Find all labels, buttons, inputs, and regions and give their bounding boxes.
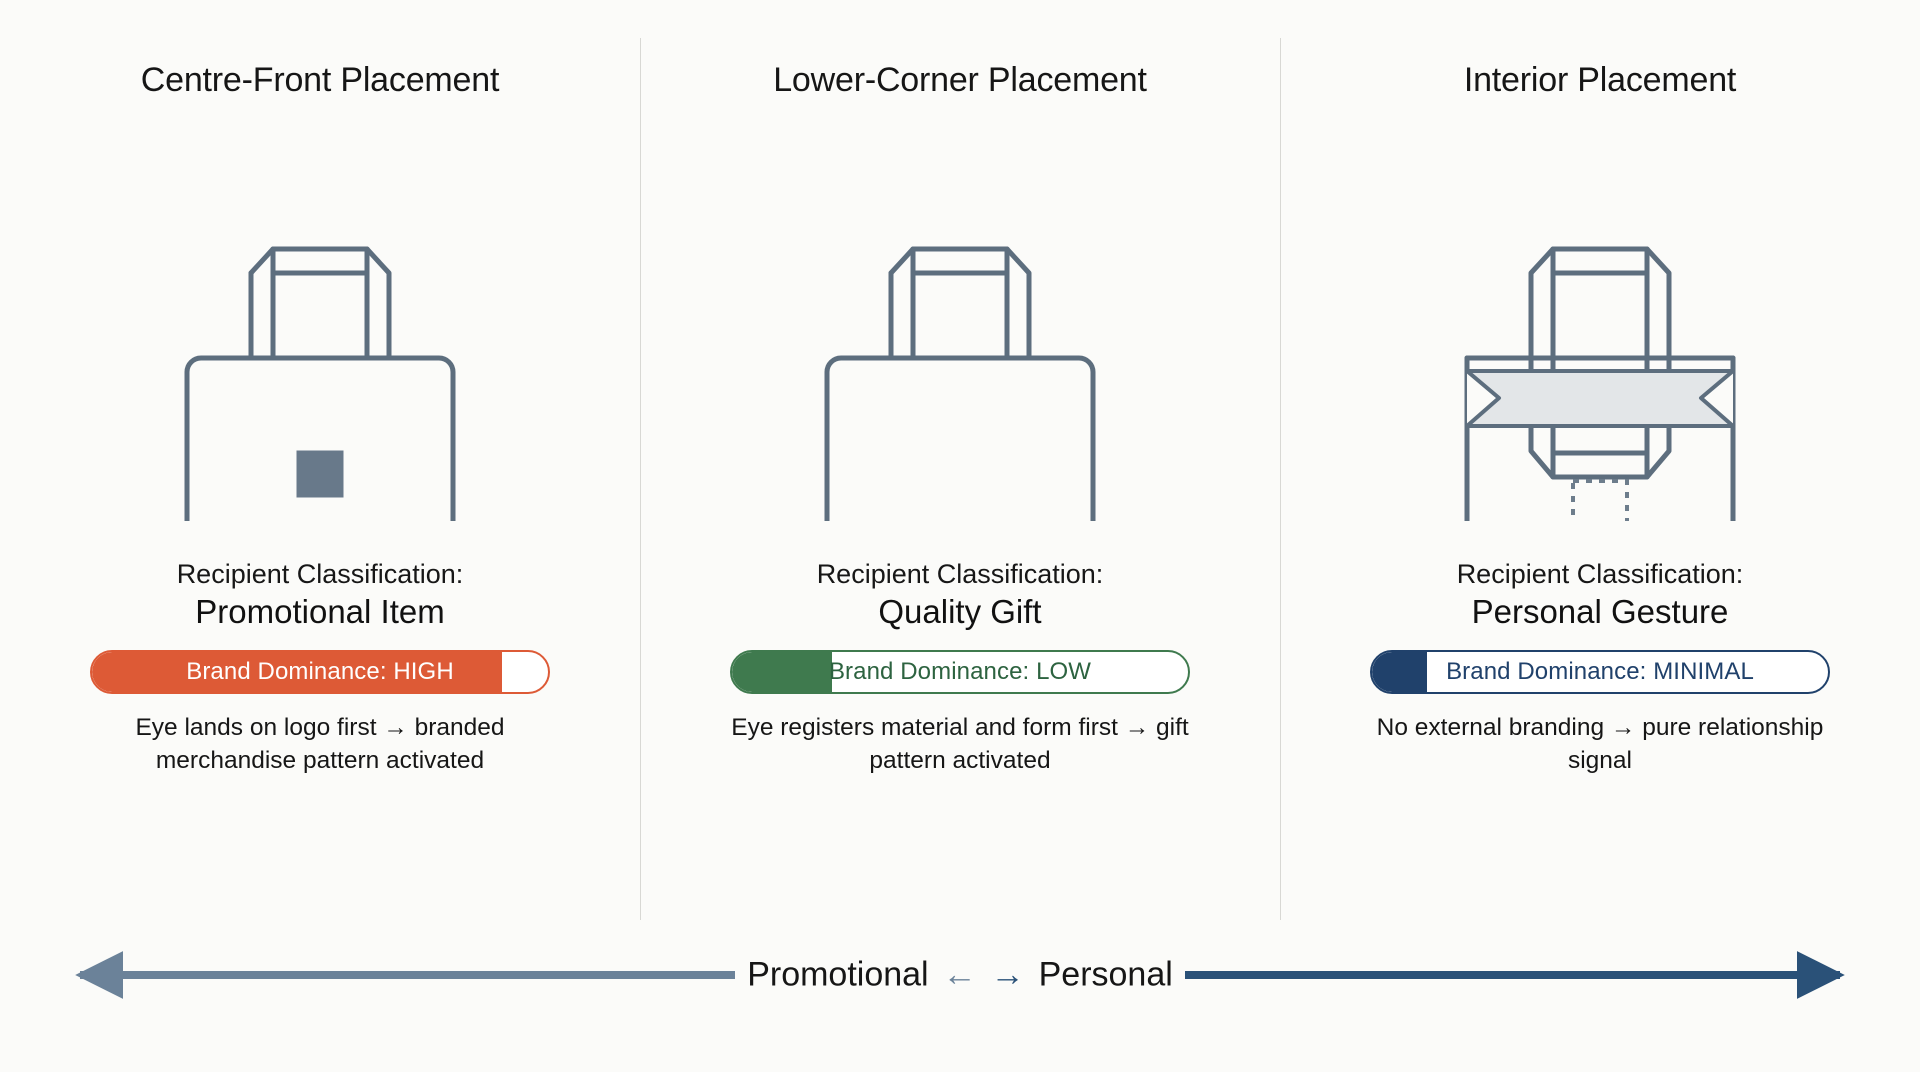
column-title: Centre-Front Placement (140, 61, 500, 99)
classification-label: Recipient Classification: (176, 559, 464, 590)
right-arrow-icon: → (990, 955, 1025, 994)
meter-fill (1372, 652, 1427, 693)
meter-label: Brand Dominance: LOW (828, 658, 1092, 686)
brand-dominance-meter: Brand Dominance: LOW (730, 650, 1190, 695)
column-title: Lower-Corner Placement (773, 61, 1147, 99)
logo-block (296, 450, 344, 498)
placement-columns: Centre-Front Placement (0, 0, 1920, 930)
column-title: Interior Placement (1463, 61, 1737, 99)
classification-value: Personal Gesture (1471, 593, 1729, 631)
tote-bag-icon (184, 246, 456, 522)
spectrum-right-label: Personal (1038, 955, 1173, 994)
placement-description: Eye registers material and form first → … (731, 714, 1189, 774)
bag-illustration-centre-front (110, 121, 530, 541)
left-arrow-icon: ← (942, 955, 977, 994)
classification-block: Recipient Classification: Personal Gestu… (1457, 559, 1744, 632)
classification-block: Recipient Classification: Promotional It… (177, 559, 464, 632)
column-interior: Interior Placement (1280, 0, 1920, 930)
classification-value: Promotional Item (195, 593, 445, 631)
column-lower-corner: Lower-Corner Placement Recipient Classif (640, 0, 1280, 930)
brand-dominance-meter: Brand Dominance: HIGH (90, 650, 550, 695)
meter-fill (732, 652, 833, 693)
bag-illustration-lower-corner (750, 121, 1170, 541)
interior-logo-marker (1571, 479, 1629, 522)
column-centre-front: Centre-Front Placement (0, 0, 640, 930)
classification-block: Recipient Classification: Quality Gift (817, 559, 1104, 632)
placement-description: No external branding → pure relationship… (1376, 714, 1824, 774)
tote-bag-icon (824, 246, 1096, 522)
ribbon-banner (1465, 369, 1735, 429)
classification-value: Quality Gift (878, 593, 1042, 631)
placement-description: Eye lands on logo first → branded mercha… (135, 714, 505, 774)
promotional-personal-spectrum: Promotional ← → Personal (0, 930, 1920, 1020)
spectrum-left-label: Promotional (747, 955, 929, 994)
meter-label: Brand Dominance: MINIMAL (1446, 658, 1754, 686)
classification-label: Recipient Classification: (1456, 559, 1744, 590)
bag-illustration-interior (1390, 121, 1810, 541)
meter-label: Brand Dominance: HIGH (186, 658, 454, 686)
meter-fill (92, 652, 503, 693)
classification-label: Recipient Classification: (816, 559, 1104, 590)
brand-dominance-meter: Brand Dominance: MINIMAL (1370, 650, 1830, 695)
spectrum-labels: Promotional ← → Personal (0, 953, 1920, 997)
open-tote-bag-icon (1464, 246, 1736, 522)
